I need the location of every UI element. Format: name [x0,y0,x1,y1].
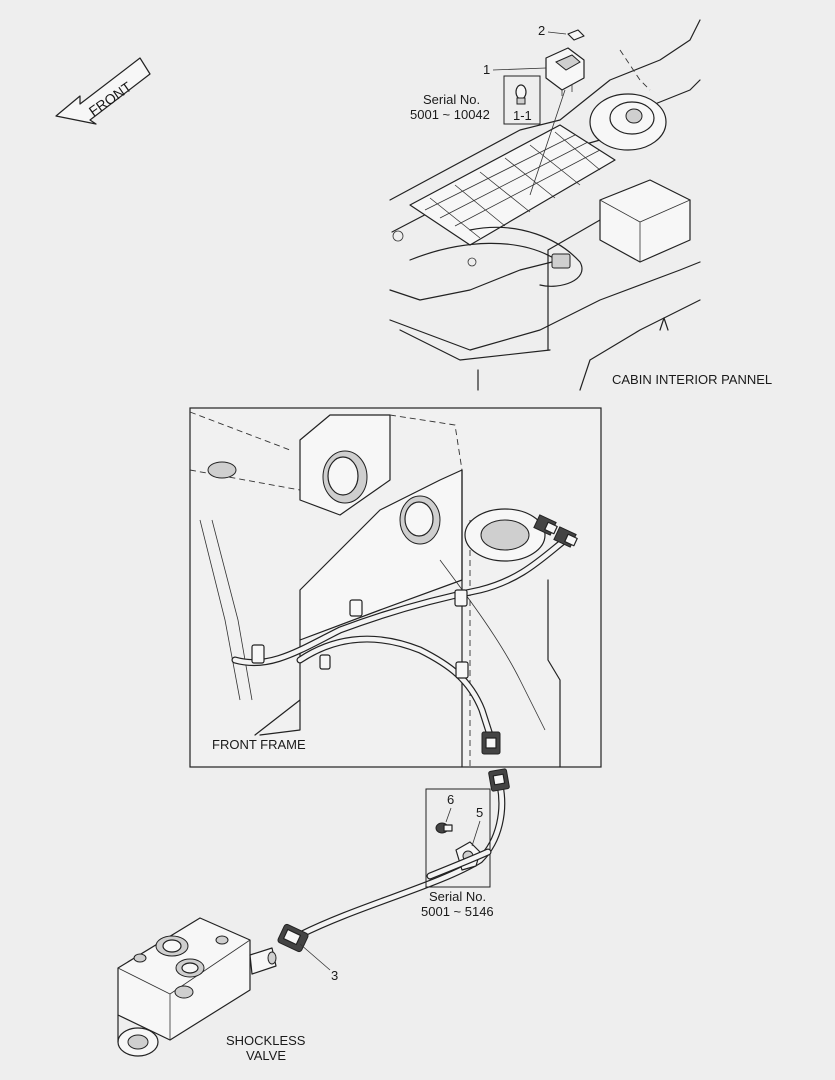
bolt-part-6 [435,822,453,834]
switch-cover-part [567,29,585,41]
front-frame-box [189,407,602,768]
serial-box-bottom [425,788,492,888]
callout-1-1: 1-1 [513,108,532,123]
valve-label-line1: SHOCKLESS [226,1033,306,1048]
callout-6: 6 [447,792,454,807]
cabin-interior-panel-drawing [389,19,701,391]
callout-5: 5 [476,805,483,820]
callout-2: 2 [538,23,545,38]
serial-top-line1: Serial No. [423,92,480,107]
callout-3: 3 [331,968,338,983]
cabin-label: CABIN INTERIOR PANNEL [612,372,772,387]
serial-bottom-line2: 5001 ~ 5146 [421,904,494,919]
switch-leader-line [529,89,566,196]
serial-bottom-line1: Serial No. [429,889,486,904]
rocker-switch-part [545,47,585,96]
shockless-valve-drawing [117,917,277,1057]
front-frame-label: FRONT FRAME [212,737,306,752]
callout-1: 1 [483,62,490,77]
bulb-icon [515,84,527,105]
front-direction-arrow: FRONT [55,57,151,125]
harness-connectors [533,514,578,548]
valve-label-line2: VALVE [246,1048,286,1063]
serial-box-top: 1-1 [503,75,541,125]
serial-top-line2: 5001 ~ 10042 [410,107,490,122]
